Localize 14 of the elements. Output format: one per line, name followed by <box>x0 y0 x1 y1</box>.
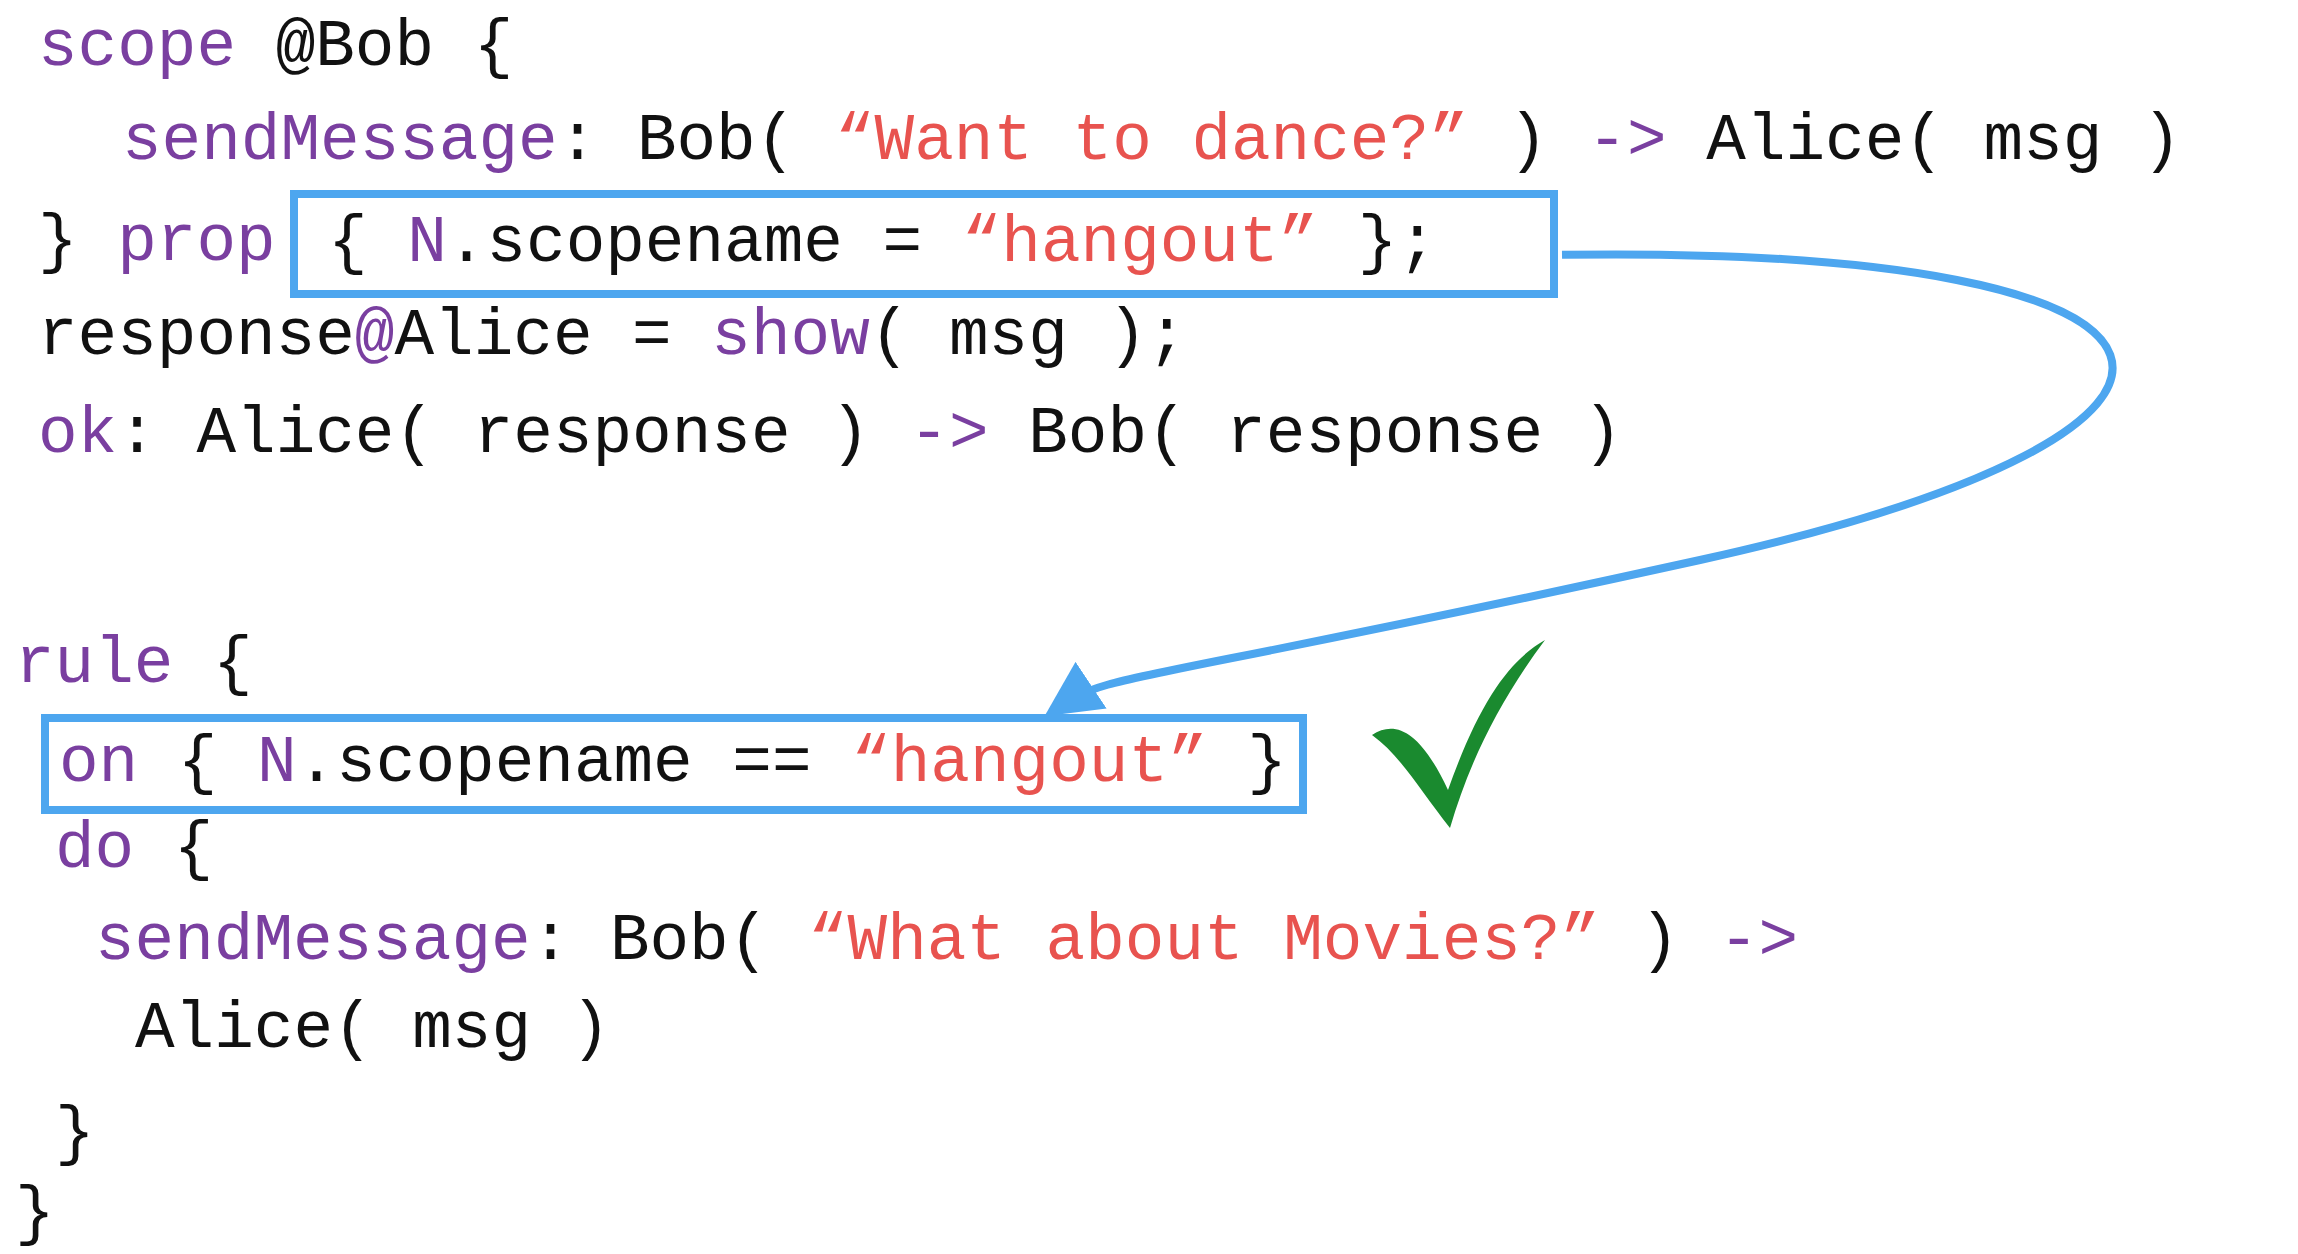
code-line: scope @Bob { <box>38 9 514 87</box>
code-line: rule { <box>15 626 253 704</box>
code-line: do { <box>55 811 214 889</box>
code-line: } <box>55 1096 95 1174</box>
curved-arrow <box>1044 250 2114 716</box>
code-line: response@Alice = show( msg ); <box>38 298 1187 376</box>
code-line: } <box>15 1176 55 1254</box>
code-line: ok: Alice( response ) -> Bob( response ) <box>38 396 1623 474</box>
code-line: Alice( msg ) <box>135 991 611 1069</box>
highlight-box: { N.scopename = “hangout” }; <box>290 190 1558 298</box>
highlight-box: on { N.scopename == “hangout” } <box>41 714 1307 814</box>
code-line: sendMessage: Bob( “Want to dance?” ) -> Alice( msg ) <box>122 103 2182 181</box>
code-line: } prop <box>38 204 276 282</box>
code-line: sendMessage: Bob( “What about Movies?” ) -> <box>95 903 1799 981</box>
